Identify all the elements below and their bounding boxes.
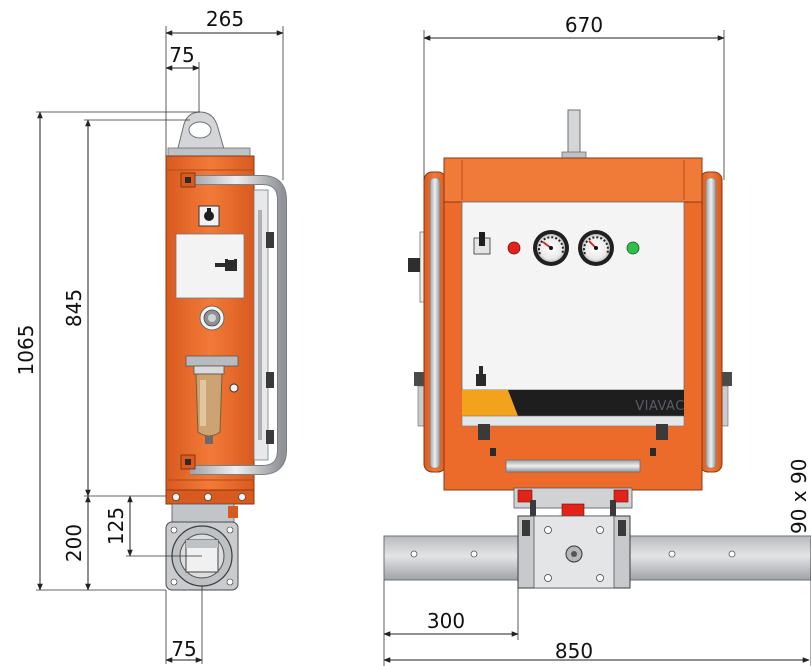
front-led-green-icon [626, 241, 640, 255]
brand-logo: VIAVAC [635, 399, 685, 414]
dim-beam-length: 850 [555, 639, 593, 663]
side-handle [180, 172, 287, 475]
front-switch-icon [473, 232, 491, 255]
dim-side-body-height: 845 [62, 289, 86, 327]
dim-side-total-height: 1065 [14, 325, 38, 376]
dim-side-width: 265 [206, 7, 244, 31]
dim-beam-section: 90 x 90 [787, 459, 811, 534]
front-rotation-plate [517, 515, 631, 589]
front-dimension-lines [383, 35, 810, 663]
side-switch-icon [198, 205, 220, 227]
front-connector [513, 487, 633, 519]
side-lifting-lug [167, 111, 251, 159]
front-lever-icon [476, 366, 486, 386]
front-panel [461, 201, 685, 391]
dim-side-lower-height: 200 [62, 524, 86, 562]
front-led-red-icon [507, 241, 521, 255]
dim-side-bottom-offset: 75 [171, 637, 196, 661]
front-lifting-eye [567, 109, 581, 159]
dim-beam-offset: 300 [427, 609, 465, 633]
front-gauge-right-icon [578, 230, 614, 266]
side-port-icon [199, 305, 225, 331]
dim-front-width: 670 [565, 13, 603, 37]
dim-side-lug-offset: 75 [169, 43, 194, 67]
front-view: VIAVAC [383, 13, 811, 666]
front-brand-strip: VIAVAC [462, 390, 685, 416]
side-lever-icon [215, 256, 237, 271]
side-beam-mount [165, 503, 239, 591]
side-dimension-lines [37, 30, 284, 663]
side-filter-icon [185, 355, 239, 444]
side-view: 265 75 1065 845 200 125 75 [14, 7, 287, 664]
dim-side-beam-height: 125 [104, 507, 128, 545]
front-gauge-left-icon [533, 230, 569, 266]
